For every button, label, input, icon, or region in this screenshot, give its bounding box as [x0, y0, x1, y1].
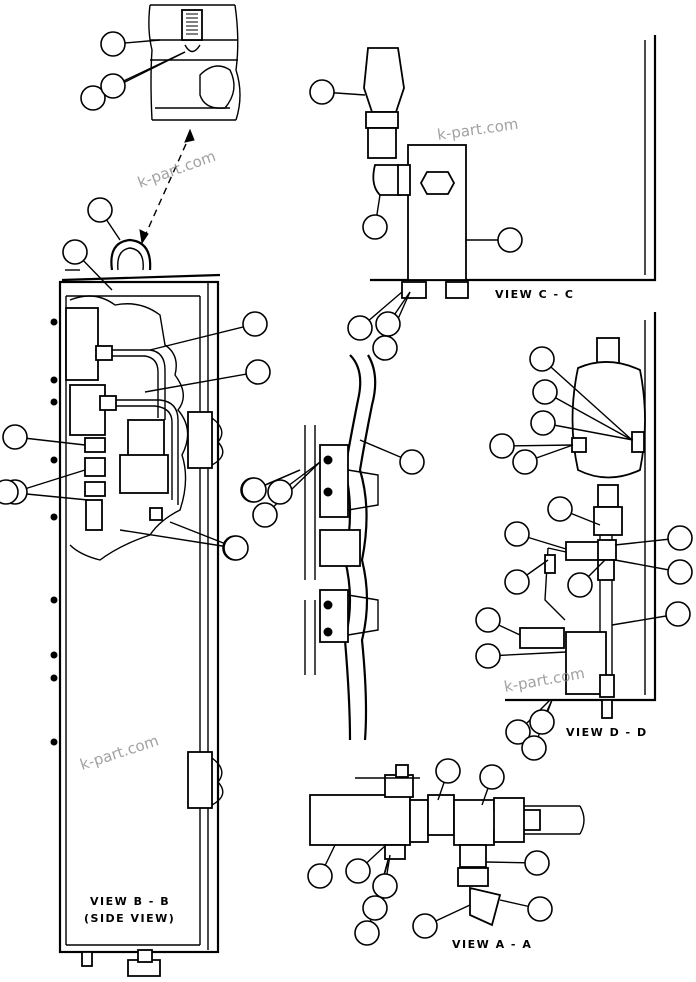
callout-circle [245, 359, 271, 385]
callout-circle [521, 735, 547, 761]
callout-circle [241, 477, 267, 503]
callout-circle [475, 607, 501, 633]
callout-circle [307, 863, 333, 889]
callout-circle [489, 433, 515, 459]
callout-circle [309, 79, 335, 105]
callout-circle [530, 410, 556, 436]
callout-leader-line [149, 323, 256, 351]
callout-circle [412, 913, 438, 939]
callout-group [0, 31, 693, 946]
center-bracket-detail [304, 354, 379, 741]
callout-circle [354, 920, 380, 946]
view-b-side-view: VIEW B - B (SIDE VIEW) [50, 238, 224, 977]
callout-circle [62, 239, 88, 265]
callout-circle [0, 479, 19, 505]
callout-circle [362, 214, 388, 240]
callout-circle [362, 895, 388, 921]
callout-leader-line [119, 529, 236, 549]
callout-circle [372, 873, 398, 899]
view-b-label: VIEW B - B [90, 895, 170, 908]
callout-circle [512, 449, 538, 475]
callout-leader-line [542, 422, 634, 441]
callout-circle [505, 719, 531, 745]
callout-circle [504, 569, 530, 595]
callout-circle [267, 479, 293, 505]
callout-leader-line [112, 51, 186, 87]
callout-leader-line [544, 391, 633, 441]
callout-circle [252, 502, 278, 528]
callout-circle [345, 858, 371, 884]
watermark: k-part.com [436, 115, 519, 144]
callout-leader-line [541, 358, 633, 441]
callout-circle [527, 896, 553, 922]
callout-circle [100, 31, 126, 57]
callout-circle [567, 572, 593, 598]
callout-circle [223, 535, 249, 561]
callout-circle [547, 496, 573, 522]
callout-circle [504, 521, 530, 547]
view-a-label: VIEW A - A [452, 938, 532, 951]
callout-circle [435, 758, 461, 784]
callout-circle [524, 850, 550, 876]
watermark: k-part.com [78, 731, 161, 773]
callout-circle [497, 227, 523, 253]
callout-circle [532, 379, 558, 405]
callout-circle [399, 449, 425, 475]
callout-circle [375, 311, 401, 337]
callout-circle [529, 709, 555, 735]
view-c-c: VIEW C - C [363, 35, 657, 301]
watermark: k-part.com [135, 147, 218, 192]
callout-circle [667, 559, 693, 585]
callout-circle [347, 315, 373, 341]
view-d-label: VIEW D - D [566, 726, 648, 739]
callout-leader-line [144, 371, 259, 393]
callout-circle [242, 311, 268, 337]
view-c-label: VIEW C - C [495, 288, 574, 301]
callout-circle [2, 424, 28, 450]
callout-circle [667, 525, 693, 551]
top-detail-fitting [139, 4, 241, 245]
callout-leader-line [487, 651, 567, 657]
callout-circle [87, 197, 113, 223]
callout-circle [372, 335, 398, 361]
callout-circle [80, 85, 106, 111]
callout-circle [475, 643, 501, 669]
callout-circle [529, 346, 555, 372]
callout-circle [100, 73, 126, 99]
callout-circle [665, 601, 691, 627]
view-b-sublabel: (SIDE VIEW) [84, 912, 175, 925]
callout-circle [479, 764, 505, 790]
